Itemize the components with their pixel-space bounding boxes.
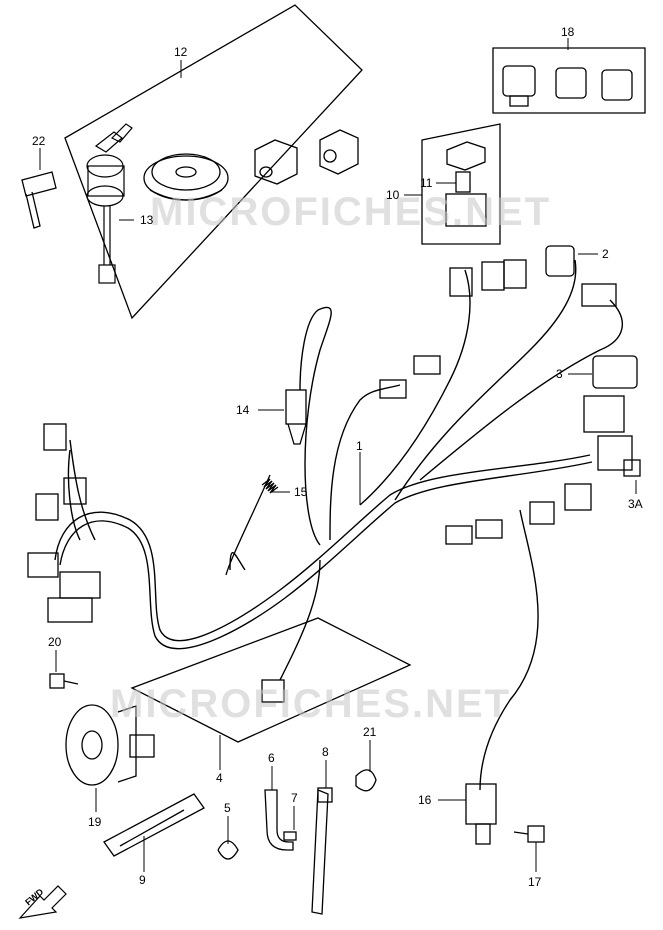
callout-3a: 3A xyxy=(628,497,643,511)
callout-16: 16 xyxy=(418,793,432,807)
callout-10: 10 xyxy=(386,188,400,202)
clamp-21 xyxy=(355,769,377,792)
kit-box-18 xyxy=(492,47,646,114)
callout-3: 3 xyxy=(556,367,563,381)
callout-4: 4 xyxy=(216,771,223,785)
band-8 xyxy=(311,787,333,915)
key-cylinder-b xyxy=(319,129,359,175)
callout-8: 8 xyxy=(322,745,329,759)
leader-lines xyxy=(39,38,637,872)
screw-7 xyxy=(283,831,297,841)
switch-14 xyxy=(285,389,307,445)
callout-19: 19 xyxy=(88,815,102,829)
callout-21: 21 xyxy=(363,725,377,739)
callout-22: 22 xyxy=(32,134,46,148)
callout-17: 17 xyxy=(528,875,542,889)
relay-18c xyxy=(601,69,633,101)
key-cylinder-a xyxy=(254,139,298,185)
connectors-top xyxy=(261,245,641,703)
watermark-top: MICROFICHES.NET xyxy=(150,190,552,234)
fuel-cap xyxy=(143,153,229,201)
relay-18b xyxy=(555,67,587,99)
clamp-5 xyxy=(217,840,239,860)
connectors-left xyxy=(27,423,101,623)
callout-6: 6 xyxy=(268,751,275,765)
watermark-bottom: MICROFICHES.NET xyxy=(110,682,512,726)
spring-15 xyxy=(225,474,279,576)
protector-sheet-4 xyxy=(130,617,412,743)
callout-12: 12 xyxy=(174,45,188,59)
callout-9: 9 xyxy=(139,873,146,887)
callout-1: 1 xyxy=(356,439,363,453)
callout-18: 18 xyxy=(561,25,575,39)
relay-10 xyxy=(445,141,487,227)
callout-15: 15 xyxy=(294,485,308,499)
callout-7: 7 xyxy=(291,791,298,805)
horn-19 xyxy=(65,704,155,786)
fwd-arrow xyxy=(18,885,67,919)
wiring-harness xyxy=(54,259,623,791)
relay-18a xyxy=(502,65,536,107)
bolt-20 xyxy=(49,673,79,689)
ignition-switch xyxy=(86,123,133,284)
key-22 xyxy=(21,171,57,229)
callout-20: 20 xyxy=(48,635,62,649)
clamp-6 xyxy=(264,789,294,851)
callout-11: 11 xyxy=(420,176,433,190)
callout-14: 14 xyxy=(236,403,250,417)
sensor-16 xyxy=(465,783,497,845)
bolt-17 xyxy=(513,825,545,843)
callout-2: 2 xyxy=(602,247,609,261)
callout-13: 13 xyxy=(140,213,154,227)
callout-5: 5 xyxy=(224,801,231,815)
kit-box-10 xyxy=(421,123,501,245)
holder-9 xyxy=(103,793,205,857)
